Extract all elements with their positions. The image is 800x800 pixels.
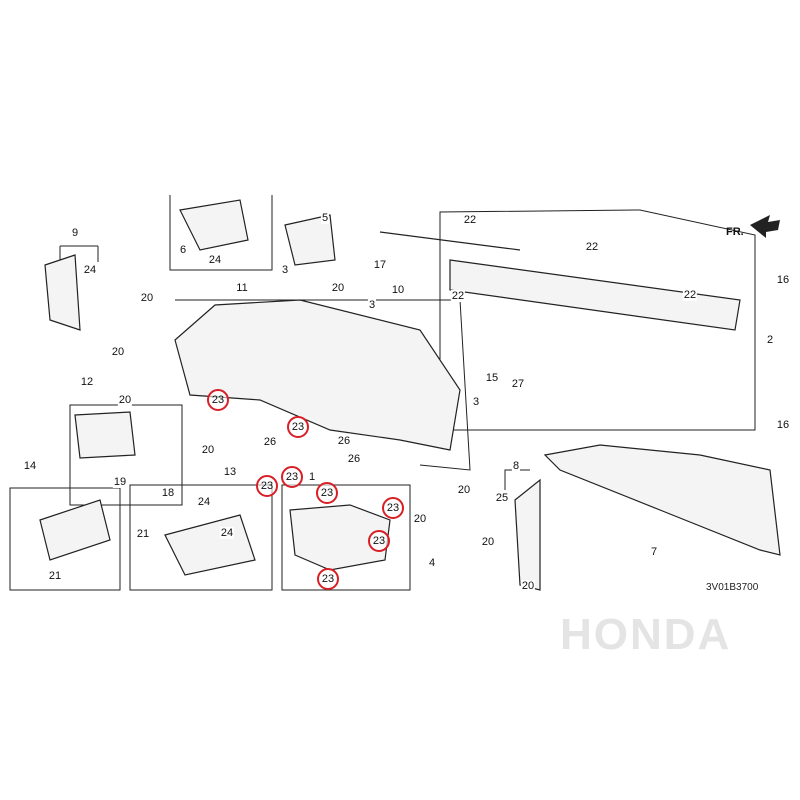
part-label: 16 [775,419,791,431]
side-cover-8 [514,478,541,591]
box-13 [129,484,273,591]
steering-hanger-beam [379,231,741,331]
part-label: 27 [510,378,526,390]
airbag-module [74,411,136,459]
cover-6 [179,199,249,251]
duct-7 [543,444,781,556]
part-label: 24 [196,496,212,508]
highlighted-part-23[interactable]: 23 [287,416,309,438]
bracket-9 [59,245,99,262]
knee-trim [39,499,111,561]
part-label: 20 [330,282,346,294]
part-label: 22 [450,290,466,302]
honda-watermark: HONDA [560,610,732,659]
part-label: 20 [456,484,472,496]
lower-cover [164,514,256,576]
part-label: 20 [139,292,155,304]
part-label: 20 [117,394,133,406]
box-6 [169,195,273,271]
part-label: 18 [160,487,176,499]
part-label: 22 [682,289,698,301]
front-arrow-icon [750,215,780,238]
part-label: 12 [79,376,95,388]
part-label: 22 [462,214,478,226]
front-direction-label: FR. [726,226,744,238]
part-label: 11 [235,282,249,294]
part-label: 24 [207,254,223,266]
highlighted-part-23[interactable]: 23 [317,568,339,590]
part-label: 4 [427,557,437,569]
highlighted-part-23[interactable]: 23 [368,530,390,552]
part-label: 7 [649,546,659,558]
highlighted-part-23[interactable]: 23 [207,389,229,411]
part-label: 14 [22,460,38,472]
dashboard-panel [174,299,461,451]
part-label: 26 [346,453,362,465]
box-4 [281,484,411,591]
part-label: 17 [372,259,388,271]
part-label: 8 [511,460,521,472]
diagram-code: 3V01B3700 [706,582,759,593]
part-label: 20 [520,580,536,592]
side-trim [44,254,81,331]
part-label: 20 [200,444,216,456]
part-label: 3 [367,299,377,311]
part-label: 1 [307,471,317,483]
highlighted-part-23[interactable]: 23 [256,475,278,497]
part-label: 26 [336,435,352,447]
part-label: 13 [222,466,238,478]
box-14 [9,487,121,591]
part-label: 2 [765,334,775,346]
part-label: 19 [112,476,128,488]
part-label: 25 [494,492,510,504]
part-label: 9 [70,227,80,239]
part-label: 24 [219,527,235,539]
lead-1 [175,299,471,471]
part-label: 5 [320,212,330,224]
cover-5 [284,214,336,266]
highlighted-part-23[interactable]: 23 [382,497,404,519]
part-label: 6 [178,244,188,256]
part-label: 22 [584,241,600,253]
part-label: 15 [484,372,500,384]
part-label: 26 [262,436,278,448]
glove-box-frame [289,504,391,571]
part-label: 21 [47,570,63,582]
highlighted-part-23[interactable]: 23 [281,466,303,488]
box-12 [69,404,183,506]
part-label: 3 [280,264,290,276]
part-label: 20 [412,513,428,525]
part-label: 21 [135,528,151,540]
part-label: 20 [110,346,126,358]
part-label: 3 [471,396,481,408]
bracket-8 [504,469,530,490]
part-label: 20 [480,536,496,548]
part-label: 24 [82,264,98,276]
highlighted-part-23[interactable]: 23 [316,482,338,504]
part-label: 10 [390,284,406,296]
part-label: 16 [775,274,791,286]
